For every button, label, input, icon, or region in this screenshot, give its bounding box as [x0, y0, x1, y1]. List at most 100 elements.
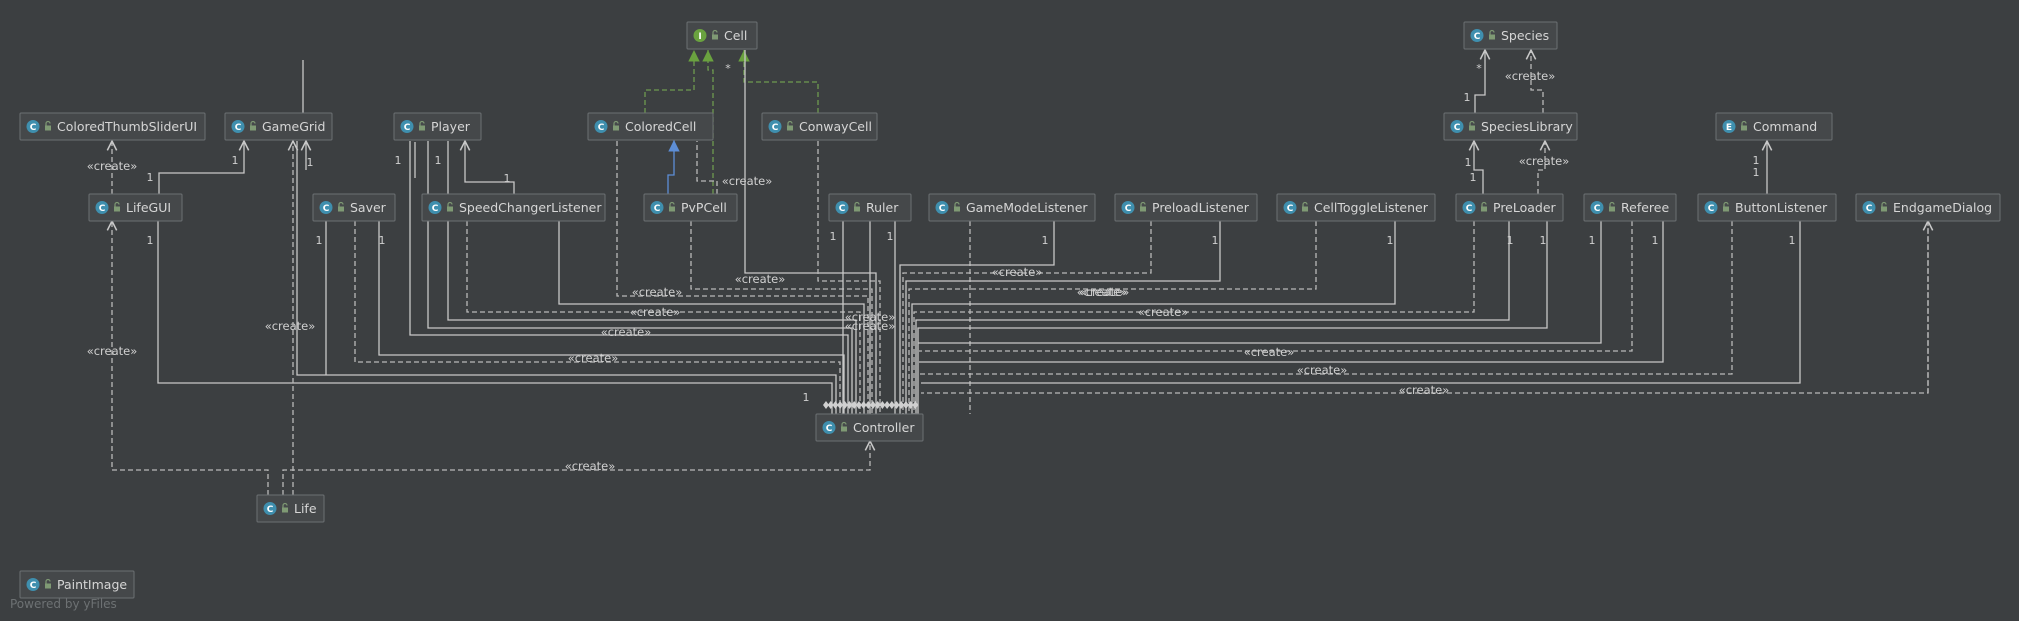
- relation-edge: [112, 221, 269, 495]
- powered-by-footer: Powered by yFiles: [10, 597, 117, 611]
- class-name-label: ButtonListener: [1735, 200, 1828, 215]
- multiplicity-label: 1: [147, 171, 154, 184]
- badge-letter: C: [826, 424, 833, 434]
- class-name-label: Controller: [853, 420, 915, 435]
- relation-edge: [464, 170, 515, 194]
- class-name-label: SpeedChangerListener: [459, 200, 602, 215]
- visibility-icon: [114, 206, 120, 212]
- badge-letter: C: [1866, 204, 1873, 214]
- class-badge-icon: [1121, 201, 1135, 214]
- class-badge-icon: [231, 120, 245, 133]
- badge-letter: C: [235, 123, 242, 133]
- create-label: «create»: [845, 310, 896, 324]
- multiplicity-label: 1: [147, 234, 154, 247]
- multiplicity-label: 1: [1540, 234, 1547, 247]
- badge-letter: C: [323, 204, 330, 214]
- badge-letter: I: [698, 32, 701, 42]
- relation-edge: [899, 221, 1055, 414]
- multiplicity-label: 1: [1470, 171, 1477, 184]
- relation-edge: [158, 141, 244, 194]
- class-node-specieslibrary[interactable]: C SpeciesLibrary: [1443, 112, 1578, 141]
- multiplicity-label: 1: [1212, 234, 1219, 247]
- badge-letter: E: [1726, 123, 1732, 133]
- class-badge-icon: [26, 120, 40, 133]
- relation-edge: [1474, 141, 1484, 194]
- enum-badge-icon: [1722, 120, 1736, 133]
- multiplicity-label: 1: [1789, 234, 1796, 247]
- multiplicity-label: 1: [1465, 156, 1472, 169]
- class-badge-icon: [594, 120, 608, 133]
- create-label: «create»: [630, 305, 681, 319]
- visibility-icon: [1741, 125, 1747, 131]
- create-label: «create»: [1297, 363, 1348, 377]
- class-badge-icon: [1704, 201, 1718, 214]
- class-name-label: SpeciesLibrary: [1481, 119, 1573, 134]
- aggregation-diamond-icon: [841, 401, 848, 409]
- multiplicity-label: 1: [232, 154, 239, 167]
- class-name-label: Player: [431, 119, 471, 134]
- create-label: «create»: [1077, 285, 1128, 299]
- class-badge-icon: [95, 201, 109, 214]
- relation-edge: [902, 221, 1152, 414]
- class-name-label: Life: [294, 501, 317, 516]
- relation-edge: [738, 50, 819, 113]
- visibility-icon: [1140, 206, 1146, 212]
- relation-edge: [378, 221, 845, 414]
- aggregation-diamond-icon: [832, 401, 839, 409]
- relation-edge: [644, 50, 700, 113]
- aggregation-diamond-icon: [898, 401, 905, 409]
- class-badge-icon: [26, 578, 40, 591]
- create-label: «create»: [1399, 383, 1450, 397]
- diagram-edges: «create»**1«create»11«create»11«create»1…: [87, 50, 1928, 495]
- class-badge-icon: [935, 201, 949, 214]
- relation-edge: [447, 141, 857, 414]
- visibility-icon: [282, 507, 288, 513]
- create-label: «create»: [632, 285, 683, 299]
- relation-edge: [1537, 141, 1545, 194]
- create-label: «create»: [992, 265, 1043, 279]
- visibility-icon: [1481, 206, 1487, 212]
- class-badge-icon: [1450, 120, 1464, 133]
- class-node-controller[interactable]: C Controller: [815, 413, 924, 442]
- relation-edge: [905, 221, 1221, 414]
- badge-letter: C: [1454, 123, 1461, 133]
- aggregation-diamond-icon: [870, 401, 876, 409]
- multiplicity-label: 1: [1589, 234, 1596, 247]
- badge-letter: C: [99, 204, 106, 214]
- aggregation-diamond-icon: [874, 401, 881, 409]
- class-badge-icon: [428, 201, 442, 214]
- relation-edge: [911, 221, 1396, 414]
- class-badge-icon: [1862, 201, 1876, 214]
- class-name-label: PreLoader: [1493, 200, 1557, 215]
- multiplicity-label: 1: [316, 234, 323, 247]
- class-name-label: Species: [1501, 28, 1549, 43]
- aggregation-diamond-icon: [823, 401, 829, 409]
- class-name-label: Ruler: [866, 200, 899, 215]
- relation-edge: [427, 141, 853, 414]
- relation-edge: [744, 50, 877, 414]
- relation-edge: [282, 441, 870, 495]
